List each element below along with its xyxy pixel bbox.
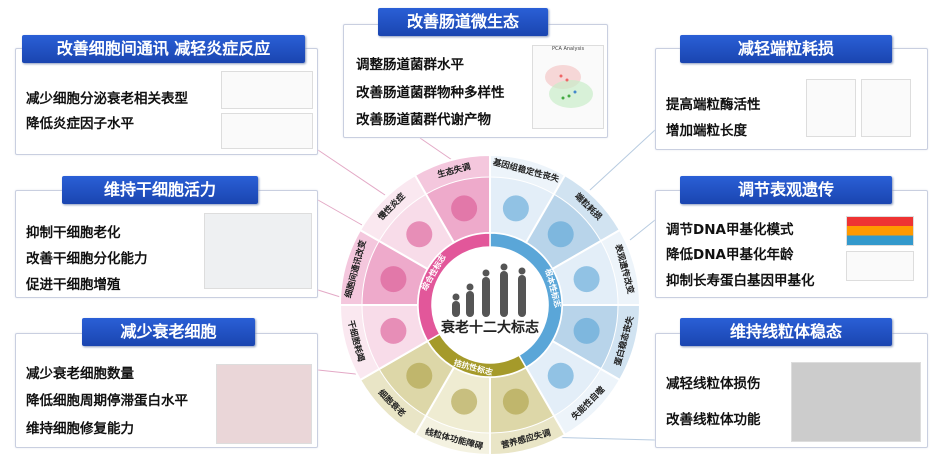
person-silhouette-icon xyxy=(518,275,526,317)
hallmark-icon xyxy=(502,388,529,415)
gut-panel: 调整肠道菌群水平 改善肠道菌群物种多样性 改善肠道菌群代谢产物 PCA Anal… xyxy=(343,24,608,138)
hallmark-icon xyxy=(380,266,407,293)
hallmarks-wheel: 基因组稳定性丧失端粒耗损表观遗传改变蛋白稳态丧失失能性自噬营养感应失调线粒体功能… xyxy=(338,153,642,457)
person-silhouette-icon xyxy=(452,301,460,317)
person-head-icon xyxy=(518,267,526,275)
hallmark-icon xyxy=(502,195,529,222)
hallmark-icon xyxy=(406,221,433,248)
gut-line: 改善肠道菌群代谢产物 xyxy=(356,112,491,128)
hallmark-icon xyxy=(573,266,600,293)
hallmark-icon xyxy=(547,362,574,389)
pca-chart-title: PCA Analysis xyxy=(551,46,585,52)
center-title: 衰老十二大标志 xyxy=(440,319,539,336)
person-silhouette-icon xyxy=(466,291,474,317)
telomere-panel: 提高端粒酶活性 增加端粒长度 xyxy=(655,48,928,150)
stem-line: 改善干细胞分化能力 xyxy=(26,251,148,267)
boxplot-thumbnail xyxy=(846,251,914,281)
gut-line: 调整肠道菌群水平 xyxy=(356,57,464,73)
stem-panel: 抑制干细胞老化 改善干细胞分化能力 促进干细胞增殖 xyxy=(15,190,318,298)
telomere-line: 提高端粒酶活性 xyxy=(666,97,761,113)
epigenetic-panel: 调节DNA甲基化模式 降低DNA甲基化年龄 抑制长寿蛋白基因甲基化 xyxy=(655,190,928,298)
communication-line: 降低炎症因子水平 xyxy=(26,116,134,132)
mito-line: 减轻线粒体损伤 xyxy=(666,376,761,392)
electron-micrograph-thumbnail xyxy=(791,362,921,442)
senescent-panel: 减少衰老细胞数量 降低细胞周期停滞蛋白水平 维持细胞修复能力 xyxy=(15,333,318,448)
person-head-icon xyxy=(500,263,508,271)
epigenetic-line: 降低DNA甲基化年龄 xyxy=(666,247,794,263)
mito-title: 维持线粒体稳态 xyxy=(680,318,892,346)
bar-chart-thumbnail xyxy=(221,113,313,149)
telomere-title: 减轻端粒耗损 xyxy=(680,35,892,63)
hallmark-icon xyxy=(451,195,478,222)
stem-line: 促进干细胞增殖 xyxy=(26,277,121,293)
hallmark-icon xyxy=(380,317,407,344)
gut-title: 改善肠道微生态 xyxy=(378,8,548,36)
gut-line: 改善肠道菌群物种多样性 xyxy=(356,85,505,101)
communication-title: 改善细胞间通讯 减轻炎症反应 xyxy=(22,35,305,63)
heatmap-thumbnail xyxy=(846,216,914,246)
person-silhouette-icon xyxy=(500,271,508,317)
person-head-icon xyxy=(452,293,460,301)
senescent-title: 减少衰老细胞 xyxy=(82,318,255,346)
communication-panel: 减少细胞分泌衰老相关表型 降低炎症因子水平 xyxy=(15,48,318,155)
senescent-line: 降低细胞周期停滞蛋白水平 xyxy=(26,393,188,409)
microscopy-thumbnail xyxy=(204,213,312,289)
bar-chart-thumbnail xyxy=(221,71,313,109)
mito-line: 改善线粒体功能 xyxy=(666,412,761,428)
hallmark-icon xyxy=(573,317,600,344)
senescent-line: 减少衰老细胞数量 xyxy=(26,366,134,382)
tissue-stain-thumbnail xyxy=(216,364,312,444)
epigenetic-title: 调节表观遗传 xyxy=(680,176,892,204)
hallmark-icon xyxy=(547,221,574,248)
mito-panel: 减轻线粒体损伤 改善线粒体功能 xyxy=(655,333,928,448)
hallmark-icon xyxy=(406,362,433,389)
category-ring xyxy=(417,232,491,343)
stem-line: 抑制干细胞老化 xyxy=(26,225,121,241)
bar-chart-thumbnail xyxy=(861,79,911,137)
epigenetic-line: 抑制长寿蛋白基因甲基化 xyxy=(666,273,815,289)
person-head-icon xyxy=(466,283,474,291)
bar-chart-thumbnail xyxy=(806,79,856,137)
stem-title: 维持干细胞活力 xyxy=(62,176,258,204)
pca-chart-thumbnail: PCA Analysis xyxy=(532,45,604,129)
epigenetic-line: 调节DNA甲基化模式 xyxy=(666,222,794,238)
person-silhouette-icon xyxy=(482,277,490,317)
person-head-icon xyxy=(482,269,490,277)
telomere-line: 增加端粒长度 xyxy=(666,123,747,139)
hallmark-label-band xyxy=(414,154,491,195)
senescent-line: 维持细胞修复能力 xyxy=(26,421,134,437)
hallmark-icon xyxy=(451,388,478,415)
communication-line: 减少细胞分泌衰老相关表型 xyxy=(26,91,188,107)
